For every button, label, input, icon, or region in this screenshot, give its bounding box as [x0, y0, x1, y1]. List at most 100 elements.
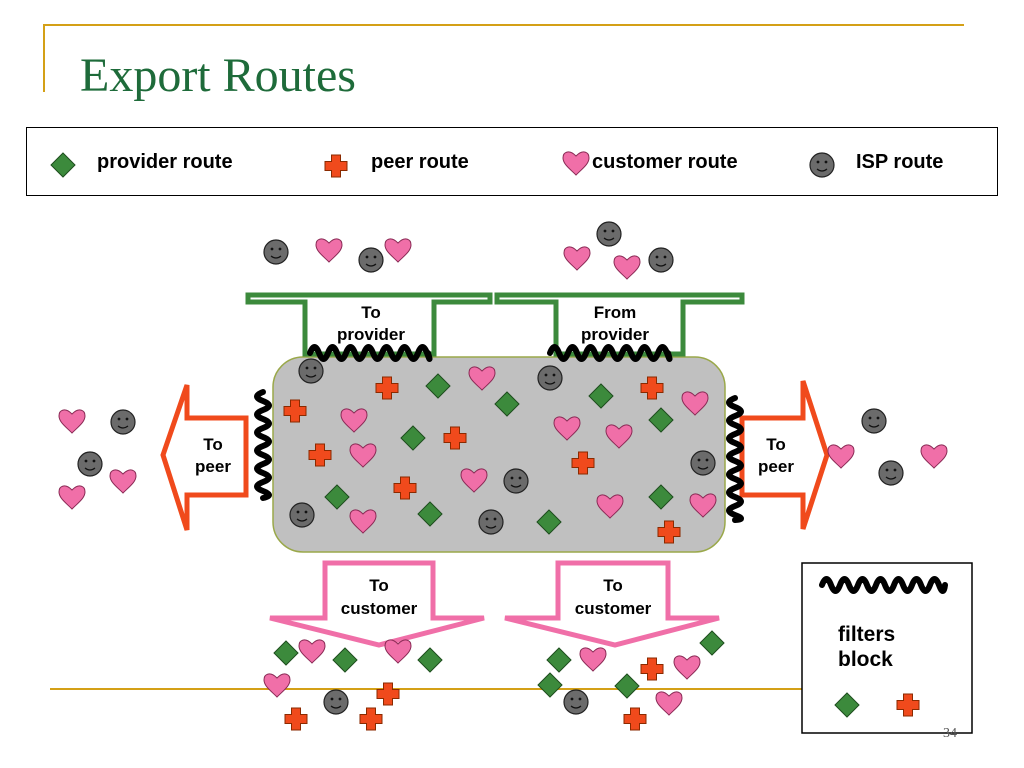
- to-peer-right-label-line1: To: [766, 435, 786, 454]
- smiley-icon: [298, 358, 324, 384]
- diamond-icon: [546, 647, 572, 673]
- smiley-icon: [289, 502, 315, 528]
- page-number: 34: [943, 726, 957, 741]
- heart-icon: [315, 238, 343, 263]
- heart-icon: [460, 468, 488, 493]
- diamond-icon: [614, 673, 640, 699]
- diamond-icon: [332, 647, 358, 673]
- diamond-icon: [648, 484, 674, 510]
- to-customer-right-arrow: [504, 560, 720, 648]
- smiley-icon: [648, 247, 674, 273]
- title-accent-horizontal: [43, 24, 964, 26]
- heart-icon: [920, 444, 948, 469]
- smiley-icon: [563, 689, 589, 715]
- diamond-icon: [834, 692, 860, 718]
- to-customer-right-label-line1: To: [603, 576, 623, 595]
- cross-icon: [375, 376, 399, 400]
- squiggle-icon: [726, 395, 744, 523]
- cross-icon: [571, 451, 595, 475]
- cross-icon: [657, 520, 681, 544]
- heart-icon: [349, 443, 377, 468]
- smiley-icon: [358, 247, 384, 273]
- diamond-icon: [400, 425, 426, 451]
- heart-icon: [613, 255, 641, 280]
- squiggle-icon: [547, 344, 673, 362]
- diamond-icon: [648, 407, 674, 433]
- heart-icon: [655, 691, 683, 716]
- to-provider-label-line2: provider: [336, 325, 406, 344]
- diamond-icon: [324, 484, 350, 510]
- diamond-icon: [536, 509, 562, 535]
- title-accent-vertical: [43, 24, 45, 92]
- smiley-icon: [809, 152, 835, 178]
- smiley-icon: [690, 450, 716, 476]
- legend: provider route peer route customer route…: [26, 127, 998, 196]
- heart-icon: [109, 469, 137, 494]
- heart-icon: [340, 408, 368, 433]
- diamond-icon: [417, 647, 443, 673]
- to-provider-arrow: [245, 292, 493, 357]
- smiley-icon: [77, 451, 103, 477]
- legend-peer-label: peer route: [371, 151, 469, 173]
- heart-icon: [553, 416, 581, 441]
- heart-icon: [263, 673, 291, 698]
- to-customer-left-label-line1: To: [369, 576, 389, 595]
- to-peer-right-arrow: [739, 380, 830, 530]
- heart-icon: [468, 366, 496, 391]
- cross-icon: [284, 707, 308, 731]
- to-customer-right-label-line2: customer: [574, 599, 652, 618]
- heart-icon: [384, 639, 412, 664]
- to-peer-right-label-line2: peer: [758, 457, 794, 476]
- heart-icon: [298, 639, 326, 664]
- smiley-icon: [878, 460, 904, 486]
- cross-icon: [896, 693, 920, 717]
- diamond-icon: [417, 501, 443, 527]
- squiggle-icon: [307, 344, 433, 362]
- smiley-icon: [323, 689, 349, 715]
- cross-icon: [640, 657, 664, 681]
- heart-icon: [579, 647, 607, 672]
- smiley-icon: [110, 409, 136, 435]
- legend-provider-label: provider route: [97, 151, 233, 173]
- squiggle-icon: [254, 389, 272, 501]
- diamond-icon: [50, 152, 76, 178]
- squiggle-icon: [819, 576, 948, 594]
- cross-icon: [640, 376, 664, 400]
- to-peer-left-arrow: [160, 384, 249, 531]
- legend-customer-label: customer route: [592, 151, 738, 173]
- heart-icon: [689, 493, 717, 518]
- heart-icon: [58, 485, 86, 510]
- cross-icon: [324, 154, 348, 178]
- cross-icon: [443, 426, 467, 450]
- heart-icon: [605, 424, 633, 449]
- filter-box-label-line2: block: [838, 648, 893, 671]
- smiley-icon: [503, 468, 529, 494]
- smiley-icon: [263, 239, 289, 265]
- smiley-icon: [861, 408, 887, 434]
- heart-icon: [563, 246, 591, 271]
- cross-icon: [359, 707, 383, 731]
- page-title: Export Routes: [80, 49, 356, 102]
- to-peer-left-label-line1: To: [203, 435, 223, 454]
- to-provider-label-line1: To: [361, 303, 381, 322]
- smiley-icon: [478, 509, 504, 535]
- cross-icon: [308, 443, 332, 467]
- heart-icon: [58, 409, 86, 434]
- heart-icon: [827, 444, 855, 469]
- heart-icon: [681, 391, 709, 416]
- to-customer-left-label-line2: customer: [340, 599, 418, 618]
- cross-icon: [623, 707, 647, 731]
- diamond-icon: [494, 391, 520, 417]
- diamond-icon: [273, 640, 299, 666]
- legend-isp-label: ISP route: [856, 151, 944, 173]
- smiley-icon: [596, 221, 622, 247]
- diamond-icon: [425, 373, 451, 399]
- heart-icon: [349, 509, 377, 534]
- from-provider-arrow: [494, 292, 745, 357]
- from-provider-label-line2: provider: [580, 325, 650, 344]
- cross-icon: [376, 682, 400, 706]
- filter-box-label-line1: filters: [838, 623, 896, 646]
- diamond-icon: [588, 383, 614, 409]
- cross-icon: [393, 476, 417, 500]
